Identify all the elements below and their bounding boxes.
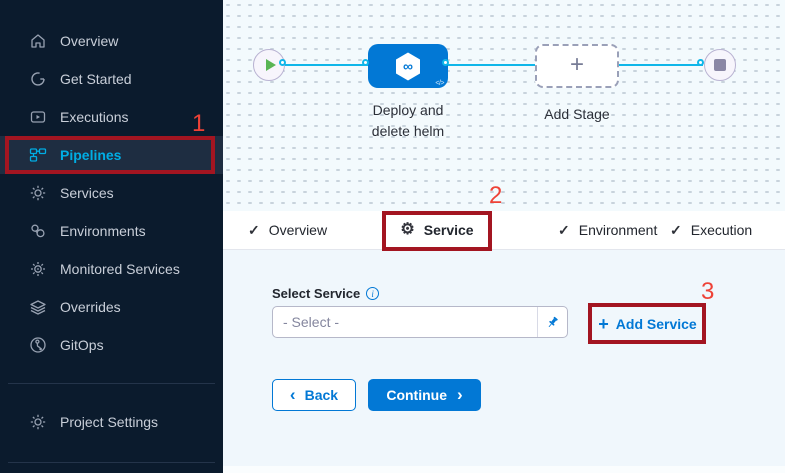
tab-label: Overview	[268, 222, 328, 238]
bottom-scroll-strip	[223, 466, 785, 473]
layers-icon	[29, 298, 47, 316]
connector-dot	[442, 59, 449, 66]
monitored-services-icon	[29, 260, 47, 278]
info-icon[interactable]: i	[366, 287, 380, 300]
tab-label: Execution	[690, 222, 753, 238]
service-select[interactable]: - Select -	[272, 306, 568, 338]
play-icon	[265, 59, 276, 71]
tab-execution[interactable]: ✓ Execution	[670, 211, 752, 249]
service-select-value: - Select -	[283, 314, 340, 330]
tab-label: Service	[423, 222, 474, 238]
sidebar-item-label: Monitored Services	[60, 261, 180, 277]
pipeline-connector-line	[269, 64, 703, 66]
service-panel: Select Service i - Select - + Add Servic…	[223, 250, 785, 473]
tab-environment[interactable]: ✓ Environment	[558, 211, 657, 249]
pipeline-end-node[interactable]	[704, 49, 736, 81]
stage-node-deploy[interactable]: ∞ </>	[368, 44, 448, 88]
continue-button[interactable]: Continue ›	[368, 379, 481, 411]
select-service-label: Select Service	[272, 286, 361, 301]
stage-name-label: Deploy and delete helm	[371, 102, 445, 139]
gitops-icon	[29, 336, 47, 354]
sidebar-item-label: Environments	[60, 223, 146, 239]
connector-dot	[697, 59, 704, 66]
sidebar: Overview Get Started Executions Pipeline…	[0, 0, 223, 473]
check-icon: ✓	[558, 221, 570, 238]
sidebar-item-label: Project Settings	[60, 414, 159, 430]
pipelines-icon	[29, 146, 47, 164]
sidebar-item-label: Services	[60, 185, 114, 201]
sidebar-item-executions[interactable]: Executions	[0, 98, 223, 136]
sidebar-item-overview[interactable]: Overview	[0, 22, 223, 60]
pin-icon	[548, 316, 558, 327]
sidebar-item-project-settings[interactable]: Project Settings	[0, 403, 223, 441]
sidebar-item-get-started[interactable]: Get Started	[0, 60, 223, 98]
code-icon: </>	[435, 80, 444, 87]
tab-service[interactable]: ⚙ Service	[382, 211, 492, 250]
connector-dot	[279, 59, 286, 66]
sidebar-item-environments[interactable]: Environments	[0, 212, 223, 250]
sidebar-item-monitored-services[interactable]: Monitored Services	[0, 250, 223, 288]
sidebar-item-label: Overview	[60, 33, 119, 49]
cd-hexagon-icon: ∞	[395, 52, 421, 81]
chevron-right-icon: ›	[456, 384, 463, 404]
tab-label: Environment	[578, 222, 658, 238]
check-icon: ✓	[670, 221, 682, 238]
sidebar-item-label: Pipelines	[60, 147, 122, 163]
stop-icon	[714, 59, 726, 71]
executions-play-icon	[29, 108, 47, 126]
sidebar-item-overrides[interactable]: Overrides	[0, 288, 223, 326]
restart-arrow-icon	[29, 70, 47, 88]
sidebar-item-label: Overrides	[60, 299, 121, 315]
add-stage-node[interactable]: +	[535, 44, 619, 88]
add-service-label: Add Service	[615, 316, 697, 332]
back-button[interactable]: ‹ Back	[272, 379, 356, 411]
sidebar-item-label: Get Started	[60, 71, 132, 87]
select-service-label-row: Select Service i	[272, 286, 380, 301]
sidebar-nav: Overview Get Started Executions Pipeline…	[0, 22, 223, 463]
connector-dot	[362, 59, 369, 66]
gear-icon: ⚙	[400, 221, 415, 238]
pin-button[interactable]	[537, 307, 567, 337]
sidebar-item-label: GitOps	[60, 337, 104, 353]
sidebar-item-services[interactable]: Services	[0, 174, 223, 212]
plus-icon: +	[598, 314, 609, 334]
tab-overview[interactable]: ✓ Overview	[248, 211, 327, 249]
services-gear-icon	[29, 184, 47, 202]
gear-icon	[29, 413, 47, 431]
home-icon	[29, 32, 47, 50]
pipeline-canvas[interactable]: ∞ </> + Deploy and delete helm Add Stage	[223, 0, 785, 211]
check-icon: ✓	[248, 221, 260, 238]
environments-icon	[29, 222, 47, 240]
sidebar-item-gitops[interactable]: GitOps	[0, 326, 223, 364]
add-service-button[interactable]: + Add Service	[589, 304, 706, 344]
plus-icon: +	[569, 51, 584, 78]
chevron-left-icon: ‹	[289, 384, 296, 404]
sidebar-item-pipelines[interactable]: Pipelines	[0, 136, 223, 174]
sidebar-divider	[8, 462, 215, 463]
stage-config-tabs: ✓ Overview ⚙ Service ✓ Environment ✓ Exe…	[223, 211, 785, 250]
sidebar-item-label: Executions	[60, 109, 129, 125]
add-stage-label: Add Stage	[544, 106, 610, 122]
sidebar-divider	[8, 383, 215, 384]
